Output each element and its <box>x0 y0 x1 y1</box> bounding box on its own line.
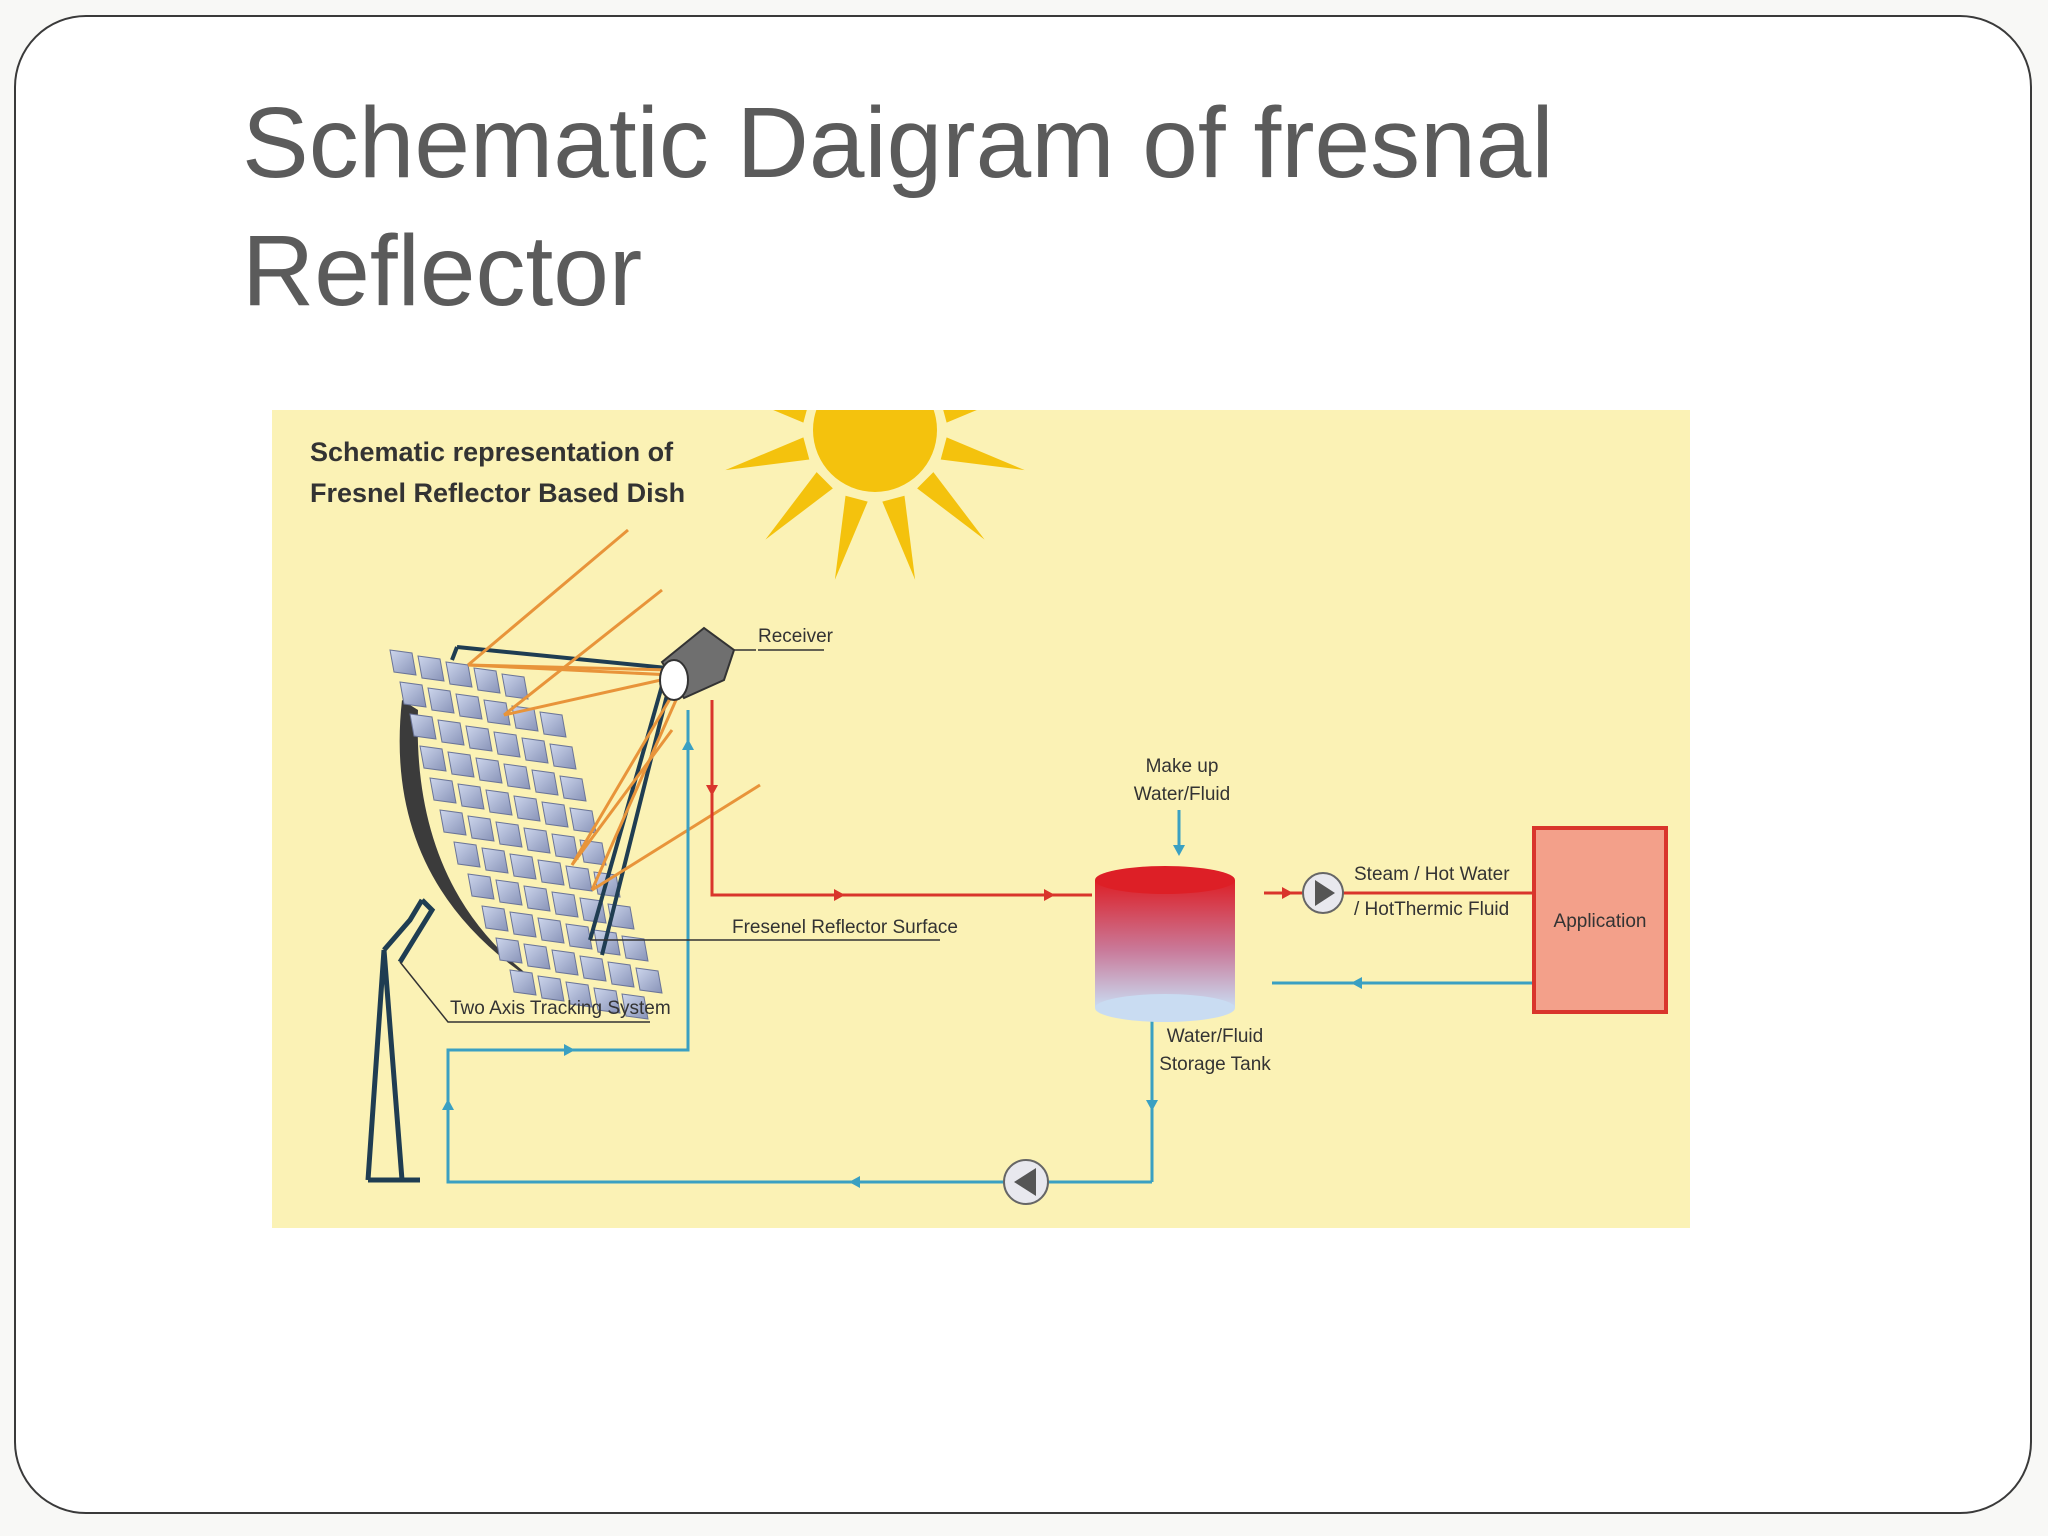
mirror-panel <box>509 969 537 996</box>
sun-ray <box>943 410 977 423</box>
mirror-panel <box>495 879 523 906</box>
mirror-panel <box>539 711 567 738</box>
makeup-label-line-1: Make up <box>1146 756 1219 777</box>
mirror-panel <box>537 859 565 886</box>
mirror-panel <box>551 833 579 860</box>
mirror-panel <box>607 961 635 988</box>
mirror-panel <box>521 737 549 764</box>
mirror-panel <box>447 751 475 778</box>
mirror-panel <box>473 667 501 694</box>
mirror-panel <box>635 967 663 994</box>
diagram-background <box>272 410 1690 1228</box>
light-rays <box>467 528 761 892</box>
mirror-panel <box>417 655 445 682</box>
sun-ray <box>765 472 833 540</box>
cold-pipe-arrows <box>442 739 1362 1188</box>
mirror-panel <box>621 993 649 1020</box>
mirror-panel <box>465 725 493 752</box>
mirror-panel <box>437 719 465 746</box>
tracking-stand <box>365 898 436 1183</box>
application-box <box>1532 826 1668 1014</box>
hot-pipe-arrows <box>706 785 1293 901</box>
mirror-panel <box>429 777 457 804</box>
sun-ray <box>834 495 868 580</box>
fresnel-mirror-grid <box>389 649 663 1020</box>
mirror-panel <box>509 853 537 880</box>
mirror-panel <box>389 649 417 676</box>
application-label: Application <box>1554 911 1647 932</box>
steam-label-line-1: Steam / Hot Water <box>1354 864 1510 885</box>
mirror-panel <box>445 661 473 688</box>
title-line-1: Schematic Daigram of fresnal <box>242 87 1554 199</box>
mirror-panel <box>541 801 569 828</box>
mirror-panel <box>457 783 485 810</box>
fresnel-diagram: Schematic representation of Fresnel Refl… <box>272 410 1690 1228</box>
sun-ray <box>940 437 1025 471</box>
storage-tank-icon <box>1095 866 1235 1022</box>
tank-label-line-1: Water/Fluid <box>1167 1026 1263 1047</box>
mirror-panel <box>481 905 509 932</box>
mirror-panel <box>565 923 593 950</box>
mirror-panel <box>439 809 467 836</box>
mirror-panel <box>493 731 521 758</box>
mirror-panel <box>467 873 495 900</box>
mirror-panel <box>509 911 537 938</box>
mirror-panel <box>549 743 577 770</box>
mirror-panel <box>501 673 529 700</box>
mirror-panel <box>593 987 621 1014</box>
reflector-surface-label: Fresenel Reflector Surface <box>732 917 958 938</box>
mirror-panel <box>419 745 447 772</box>
mirror-panel <box>523 943 551 970</box>
tank-label-line-2: Storage Tank <box>1159 1054 1271 1075</box>
mirror-panel <box>559 775 587 802</box>
mirror-panel <box>475 757 503 784</box>
tracking-label: Two Axis Tracking System <box>450 998 671 1019</box>
makeup-label-line-2: Water/Fluid <box>1134 784 1230 805</box>
mirror-panel <box>513 795 541 822</box>
mirror-panel <box>565 981 593 1008</box>
mirror-panel <box>551 949 579 976</box>
mirror-panel <box>503 763 531 790</box>
return-pump-icon <box>1003 1159 1049 1205</box>
sun-ray <box>917 472 985 540</box>
mirror-panel <box>409 713 437 740</box>
tracking-leader <box>399 961 650 1023</box>
mirror-panel <box>485 789 513 816</box>
sun-icon <box>725 410 1025 580</box>
mirror-panel <box>495 821 523 848</box>
mirror-panel <box>621 935 649 962</box>
sun-ray <box>773 410 807 423</box>
mirror-panel <box>495 937 523 964</box>
mirror-panel <box>455 693 483 720</box>
receiver-icon <box>659 626 736 701</box>
mirror-panel <box>481 847 509 874</box>
sun-ray <box>882 495 916 580</box>
mirror-panel <box>565 865 593 892</box>
diagram-heading-line-1: Schematic representation of <box>310 437 674 467</box>
steam-label-line-2: / HotThermic Fluid <box>1354 899 1509 920</box>
diagram-heading-line-2: Fresnel Reflector Based Dish <box>310 478 685 508</box>
mirror-panel <box>453 841 481 868</box>
mirror-panel <box>579 955 607 982</box>
mirror-panel <box>399 681 427 708</box>
mirror-panel <box>537 975 565 1002</box>
page-title: Schematic Daigram of fresnal Reflector <box>242 79 1842 335</box>
mirror-panel <box>523 885 551 912</box>
receiver-label: Receiver <box>758 626 834 647</box>
mirror-panel <box>523 827 551 854</box>
steam-pump-icon <box>1302 872 1344 914</box>
mirror-panel <box>467 815 495 842</box>
mirror-panel <box>483 699 511 726</box>
mirror-panel <box>531 769 559 796</box>
cold-pipe <box>446 710 1534 1184</box>
mirror-panel <box>427 687 455 714</box>
sun-ray <box>725 437 810 471</box>
mirror-panel <box>551 891 579 918</box>
title-line-2: Reflector <box>242 215 643 327</box>
mirror-panel <box>537 917 565 944</box>
